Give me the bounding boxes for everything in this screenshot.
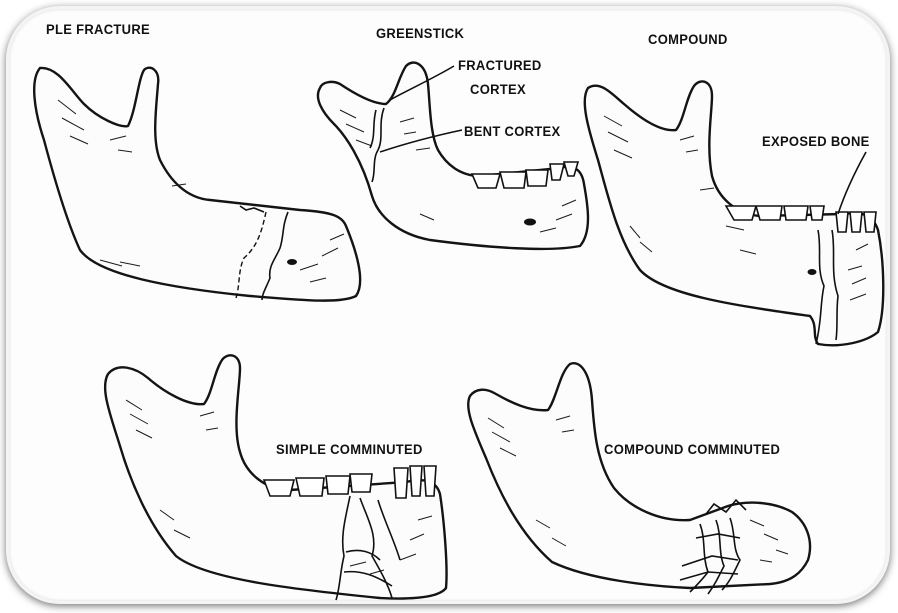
mandible-simple-fracture <box>34 68 360 301</box>
label-fractured-cortex-line1: FRACTURED <box>458 58 542 74</box>
label-exposed-bone: EXPOSED BONE <box>762 134 870 150</box>
label-compound: COMPOUND <box>648 32 728 48</box>
label-simple-fracture: PLE FRACTURE <box>46 22 150 38</box>
mandible-compound <box>585 81 884 345</box>
label-simple-comminuted: SIMPLE COMMINUTED <box>276 442 423 458</box>
label-fractured-cortex-line2: CORTEX <box>470 82 526 98</box>
label-greenstick: GREENSTICK <box>376 26 464 42</box>
label-bent-cortex: BENT CORTEX <box>464 124 560 140</box>
mandible-greenstick <box>318 63 588 249</box>
mandible-compound-comminuted <box>468 363 810 594</box>
mandible-simple-comminuted <box>105 355 446 600</box>
label-compound-comminuted: COMPOUND COMMINUTED <box>604 442 780 458</box>
